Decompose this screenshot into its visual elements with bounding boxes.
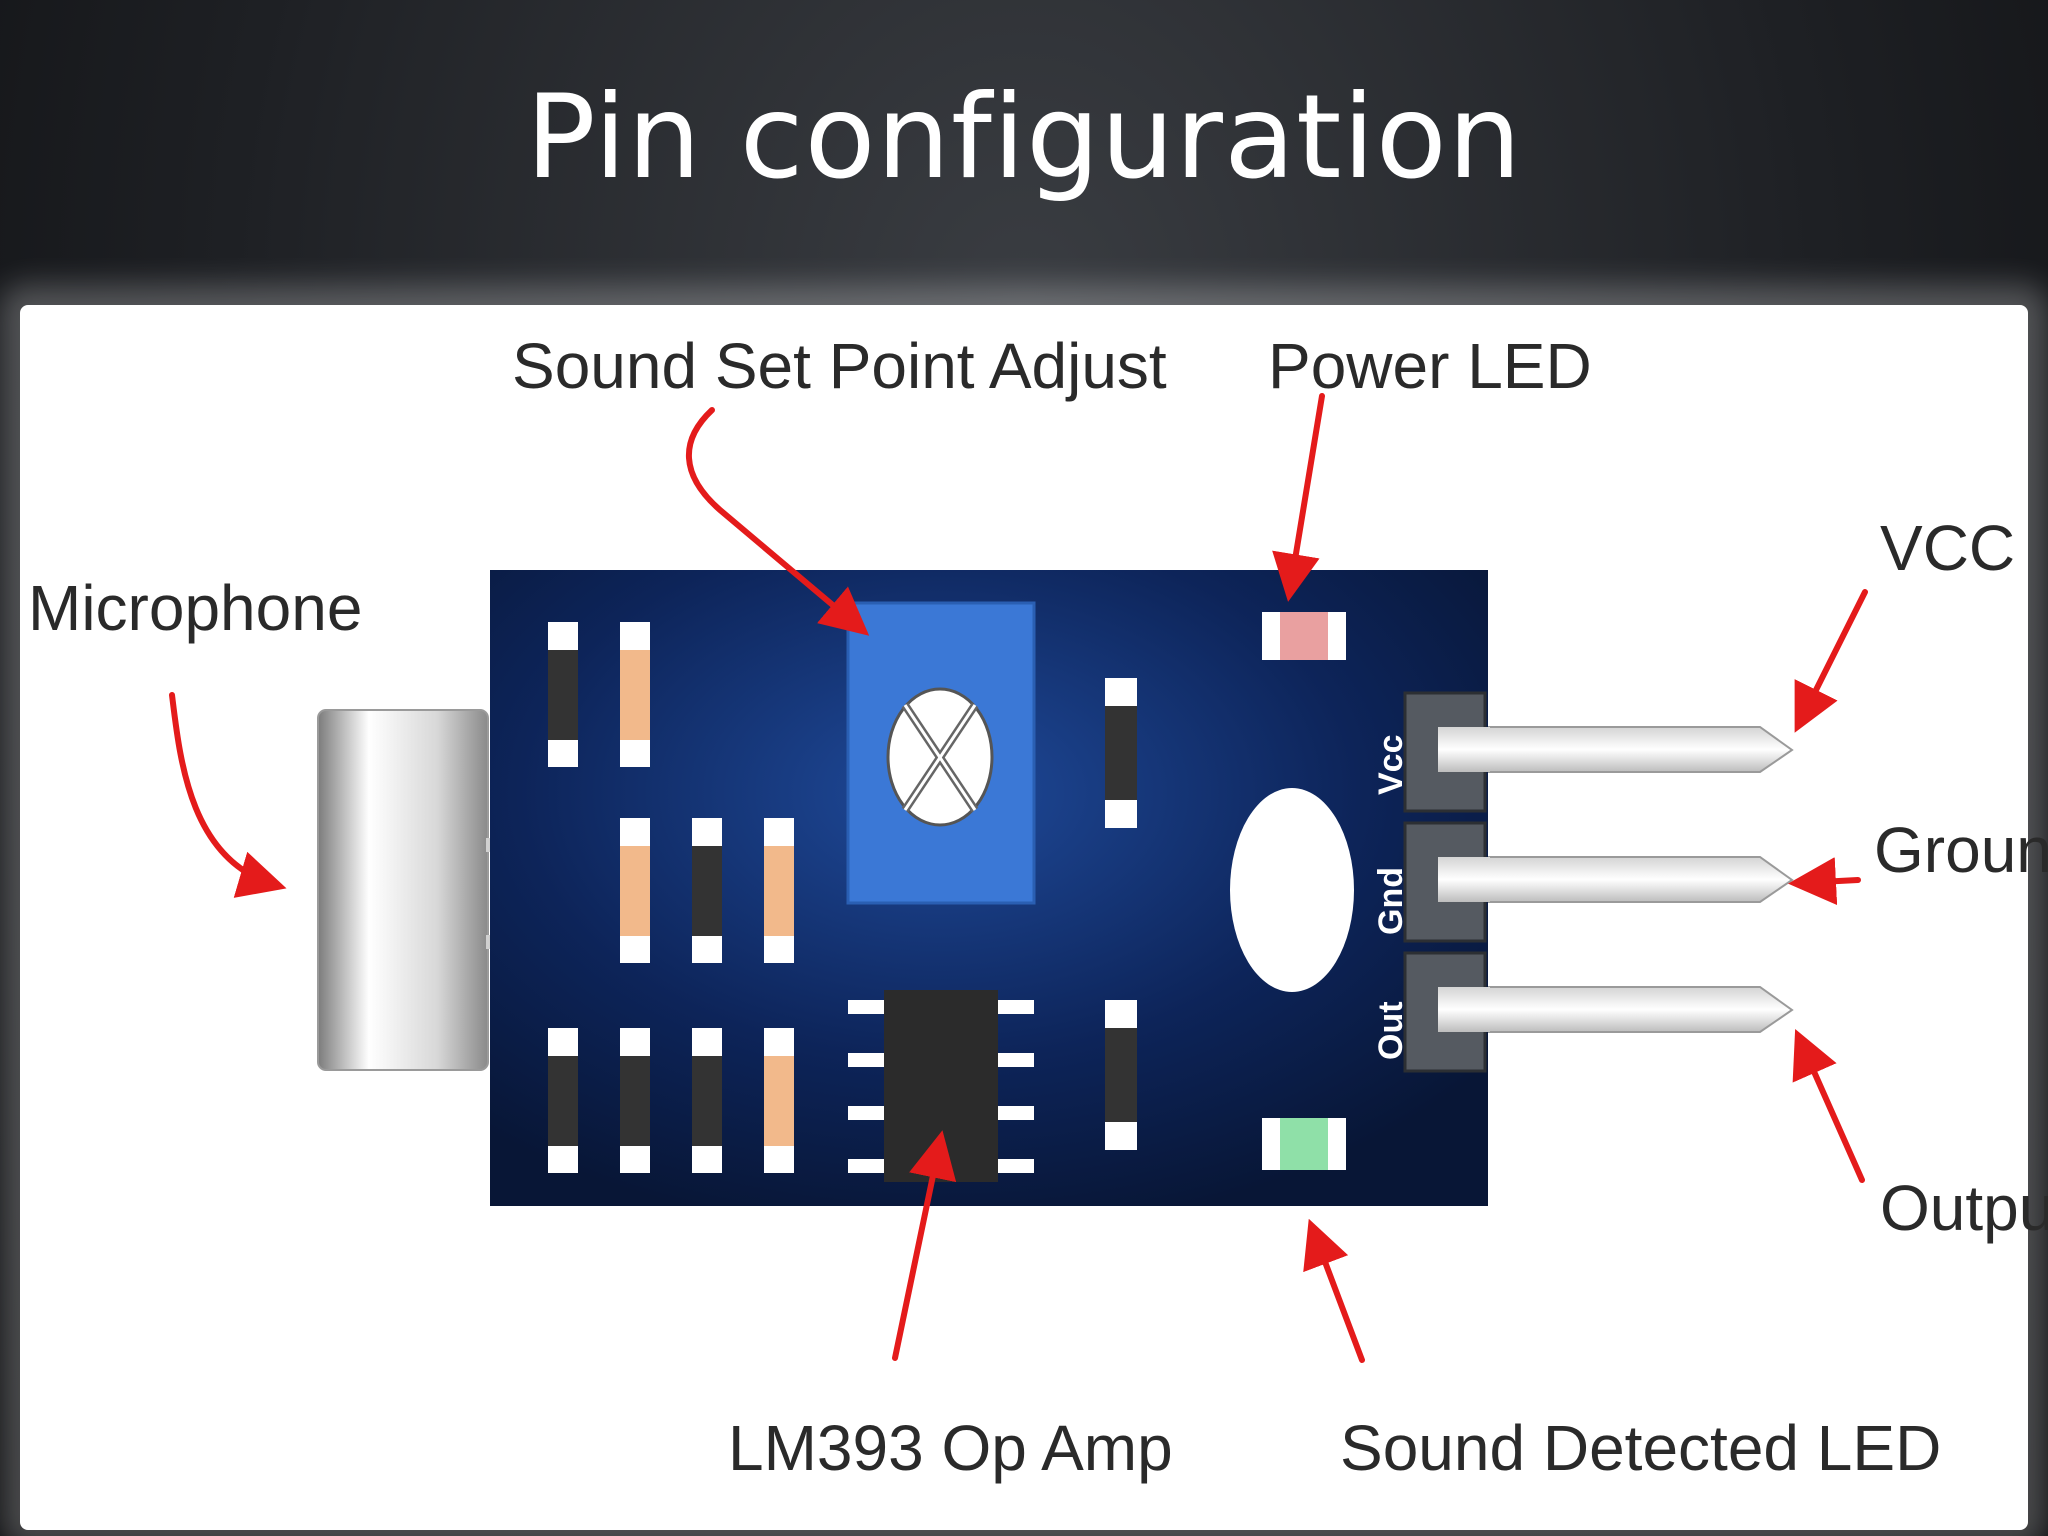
pin-label-vcc: Vcc — [1372, 735, 1410, 796]
arrow-sound-detected-led — [1303, 1218, 1365, 1363]
label-output: Output — [1880, 1172, 2048, 1244]
arrow-microphone — [169, 692, 287, 898]
out-pin — [1439, 986, 1794, 1033]
power-led — [1262, 612, 1346, 660]
label-vcc: VCC — [1880, 512, 2015, 584]
potentiometer — [846, 601, 1036, 905]
gnd-pin — [1439, 856, 1794, 903]
label-sound-detected-led: Sound Detected LED — [1340, 1412, 1941, 1484]
sound-detected-led — [1262, 1118, 1346, 1170]
slide-title: Pin configuration — [525, 70, 1523, 205]
pin-label-gnd: Gnd — [1372, 867, 1410, 935]
smd-components — [548, 622, 1137, 1173]
arrow-sound-set-point — [686, 407, 870, 636]
circuit-board: Vcc Gnd Out — [490, 570, 1490, 1206]
mounting-hole — [1230, 788, 1354, 992]
callout-arrows — [169, 393, 1868, 1363]
label-ground: Ground — [1874, 814, 2048, 886]
arrow-vcc — [1794, 589, 1868, 733]
arrow-power-led — [1272, 393, 1325, 602]
arrow-op-amp — [892, 1130, 957, 1361]
arrow-output — [1792, 1029, 1865, 1183]
label-sound-set-point: Sound Set Point Adjust — [512, 330, 1167, 402]
arrow-ground — [1788, 857, 1861, 906]
label-power-led: Power LED — [1268, 330, 1592, 402]
vcc-pin — [1439, 726, 1794, 773]
label-microphone: Microphone — [28, 572, 362, 644]
pin-label-out: Out — [1372, 1001, 1410, 1060]
header-pins — [1439, 726, 1794, 1033]
label-op-amp: LM393 Op Amp — [728, 1412, 1173, 1484]
